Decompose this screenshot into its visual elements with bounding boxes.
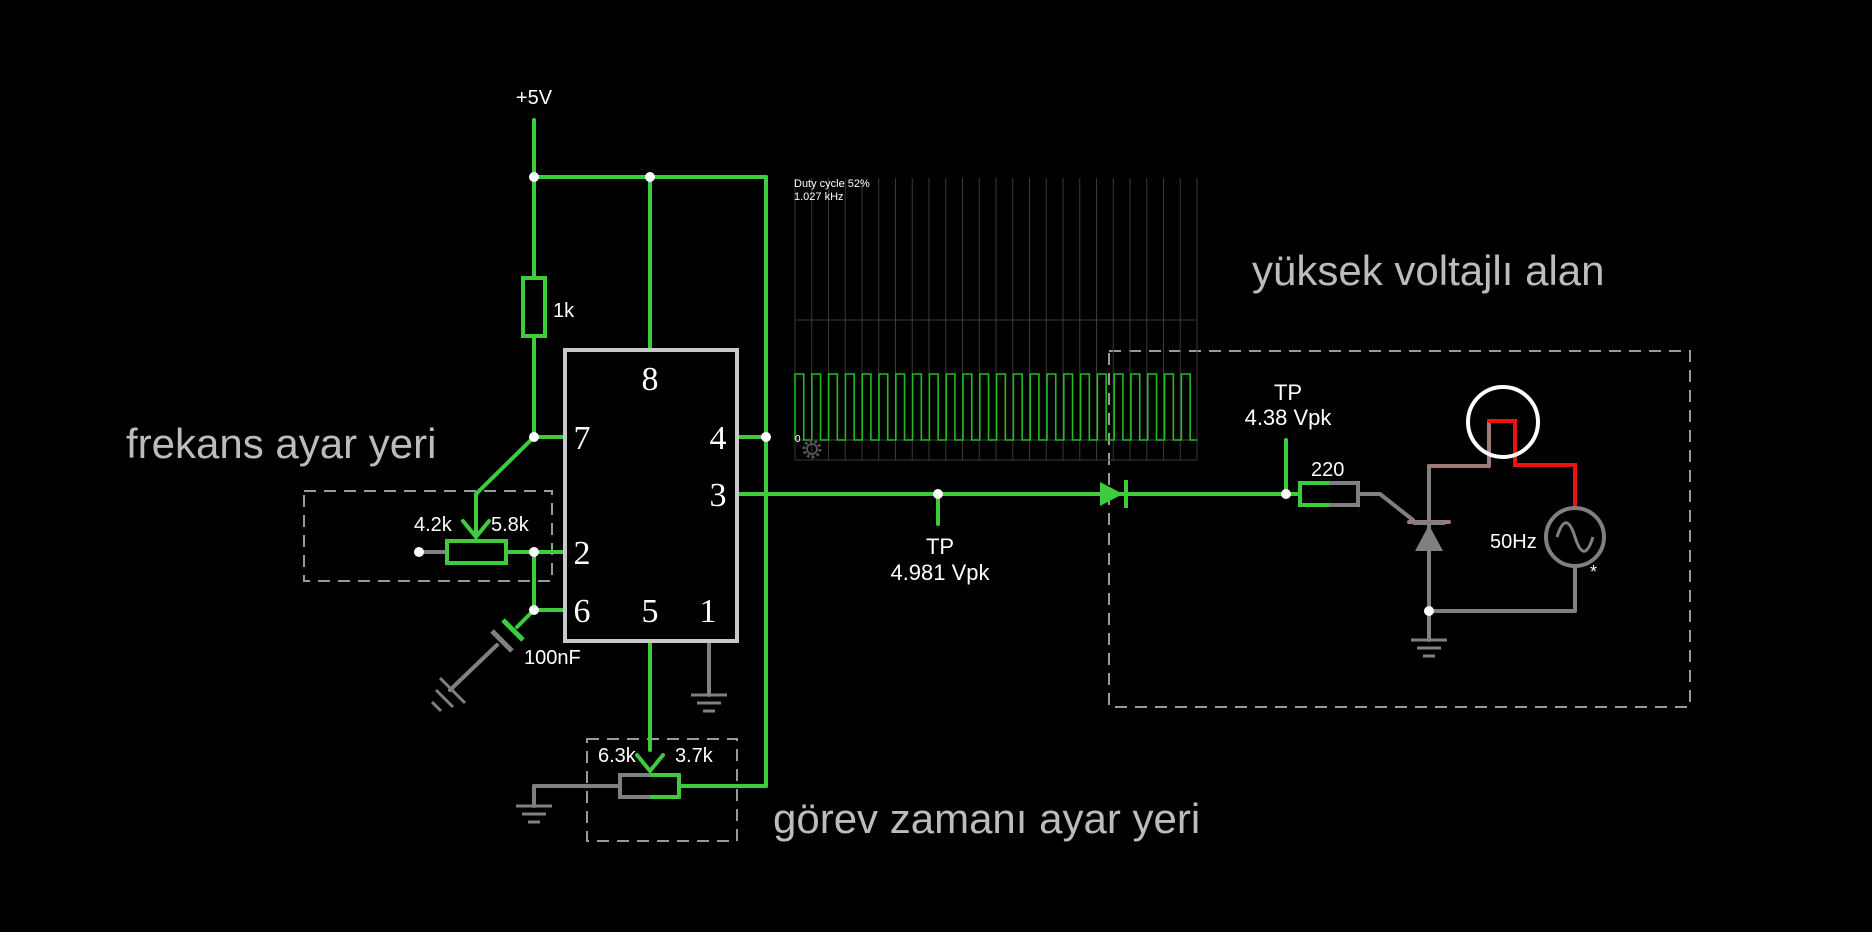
scope-zero-label: 0 — [795, 434, 801, 445]
hot-wire[interactable] — [1487, 419, 1577, 507]
frequency-pot-left-value: 4.2k — [414, 514, 453, 536]
idle-wires[interactable] — [417, 464, 1577, 808]
diode[interactable] — [1100, 480, 1128, 508]
pin-8-label: 8 — [642, 361, 659, 398]
ac-source-polarity-mark: * — [1590, 562, 1597, 582]
lamp-icon[interactable] — [1466, 385, 1540, 459]
ac-source-frequency: 50Hz — [1490, 531, 1537, 553]
frequency-region-label: frekans ayar yeri — [126, 420, 436, 467]
high-voltage-region-label: yüksek voltajlı alan — [1252, 247, 1605, 294]
scope-duty-cycle: Duty cycle 52% — [794, 178, 870, 190]
probe-1-name: TP — [926, 534, 954, 559]
duty-adjust-box — [586, 738, 738, 842]
frequency-adjust-box — [303, 490, 553, 582]
duty-pot-right-value: 3.7k — [675, 745, 714, 767]
resistor-220-value: 220 — [1311, 459, 1344, 481]
frequency-pot-wiper[interactable] — [461, 492, 491, 541]
scope-frequency: 1.027 kHz — [794, 191, 844, 203]
pin-6-label: 6 — [574, 593, 591, 630]
junction-dots — [414, 172, 1434, 616]
ground-icon — [691, 693, 727, 713]
pin-1-label: 1 — [700, 593, 717, 630]
ground-icon — [430, 676, 467, 713]
probe-2-name: TP — [1274, 380, 1302, 405]
thyristor[interactable] — [1413, 521, 1445, 551]
ne555-ic[interactable]: 8 7 4 3 2 6 5 1 — [563, 348, 739, 643]
resistor-1k[interactable] — [521, 276, 547, 338]
duty-pot-left-value: 6.3k — [598, 745, 637, 767]
resistor-1k-value: 1k — [553, 300, 575, 322]
resistor-220[interactable] — [1298, 481, 1360, 507]
pin-2-label: 2 — [574, 535, 591, 572]
pin-4-label: 4 — [710, 420, 727, 457]
gate-wire[interactable] — [1407, 419, 1491, 524]
frequency-potentiometer[interactable] — [445, 539, 508, 565]
high-voltage-box — [1108, 350, 1691, 708]
probe-2-value: 4.38 Vpk — [1245, 405, 1333, 430]
ac-source[interactable] — [1544, 506, 1606, 568]
duty-potentiometer[interactable] — [618, 773, 681, 799]
scope-trace — [794, 373, 1197, 441]
pin-7-label: 7 — [574, 420, 591, 457]
capacitor-value: 100nF — [524, 647, 581, 669]
supply-label: +5V — [516, 87, 553, 109]
pin-5-label: 5 — [642, 593, 659, 630]
duty-pot-wiper[interactable] — [635, 753, 665, 775]
active-wires[interactable] — [474, 118, 1299, 788]
probe-1-value: 4.981 Vpk — [890, 560, 990, 585]
duty-region-label: görev zamanı ayar yeri — [773, 795, 1200, 842]
oscilloscope[interactable]: Duty cycle 52% 1.027 kHz 0 — [794, 178, 1198, 461]
gear-icon[interactable] — [802, 439, 822, 459]
frequency-pot-right-value: 5.8k — [491, 514, 530, 536]
ground-icon — [1411, 638, 1447, 658]
ground-icon — [516, 804, 552, 824]
capacitor-100nf[interactable] — [490, 618, 525, 653]
pin-3-label: 3 — [710, 477, 727, 514]
